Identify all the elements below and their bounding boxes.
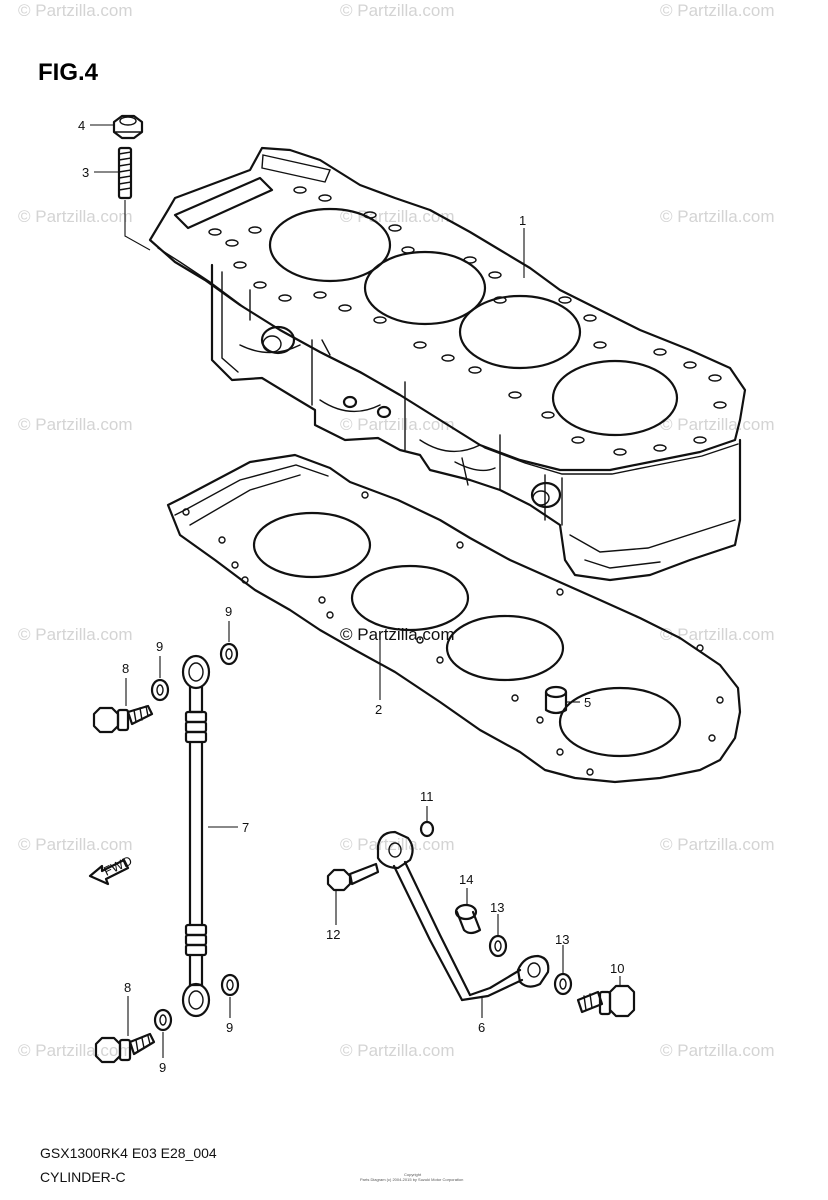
callout-12: 12 (326, 927, 340, 942)
part-8-union-bolt-upper[interactable] (92, 704, 154, 734)
watermark: © Partzilla.com (340, 1041, 455, 1060)
watermark: © Partzilla.com (660, 1, 775, 20)
watermark: © Partzilla.com (18, 207, 133, 226)
watermark: © Partzilla.com (18, 415, 133, 434)
callout-4: 4 (78, 118, 85, 133)
callout-14: 14 (459, 872, 473, 887)
part-12-bolt[interactable] (326, 862, 380, 892)
callout-13-lower: 13 (555, 932, 569, 947)
part-6-oil-pipe[interactable] (376, 830, 550, 1002)
fwd-arrow-icon: FWD (88, 853, 134, 886)
watermark: © Partzilla.com (340, 415, 455, 434)
callout-8-upper: 8 (122, 661, 129, 676)
watermark: © Partzilla.com (340, 207, 455, 226)
part-1-cylinder-block[interactable] (148, 146, 747, 582)
watermark: © Partzilla.com (660, 1041, 775, 1060)
watermark: © Partzilla.com (18, 625, 133, 644)
part-8-union-bolt-lower[interactable] (94, 1032, 156, 1064)
part-9-washer-upper-right[interactable] (219, 642, 239, 666)
watermark: © Partzilla.com (660, 835, 775, 854)
watermark: © Partzilla.com (660, 415, 775, 434)
callout-8-lower: 8 (124, 980, 131, 995)
part-9-washer-lower-left[interactable] (153, 1008, 173, 1032)
watermark: © Partzilla.com (660, 625, 775, 644)
callout-5: 5 (584, 695, 591, 710)
part-9-washer-lower-right[interactable] (220, 973, 240, 997)
copyright-line-2: Parts Diagram (c) 2004-2015 by Suzuki Mo… (360, 1177, 463, 1182)
figure-label: FIG.4 (38, 59, 99, 86)
watermark: © Partzilla.com (18, 1, 133, 20)
callout-7: 7 (242, 820, 249, 835)
watermark: © Partzilla.com (340, 835, 455, 854)
watermark: © Partzilla.com (340, 1, 455, 20)
part-3-stud-bolt[interactable] (117, 146, 133, 200)
part-11-o-ring[interactable] (419, 820, 435, 838)
callout-10: 10 (610, 961, 624, 976)
part-2-base-gasket[interactable] (166, 453, 742, 784)
part-13-washer-upper[interactable] (488, 934, 508, 958)
callout-13-upper: 13 (490, 900, 504, 915)
watermark-layer: © Partzilla.com © Partzilla.com © Partzi… (18, 1, 775, 1060)
center-watermark: © Partzilla.com (340, 625, 455, 644)
part-9-washer-upper-left[interactable] (150, 678, 170, 702)
copyright-line-1: Copyright (404, 1172, 422, 1177)
watermark: © Partzilla.com (660, 207, 775, 226)
part-10-union-bolt[interactable] (576, 984, 636, 1018)
callout-6: 6 (478, 1020, 485, 1035)
callout-9-upper-right: 9 (225, 604, 232, 619)
callout-1: 1 (519, 213, 526, 228)
watermark: © Partzilla.com (18, 835, 133, 854)
fwd-label: FWD (101, 853, 134, 879)
part-5-dowel-pin[interactable] (544, 685, 568, 715)
part-7-oil-hose[interactable] (181, 654, 211, 1018)
part-4-nut[interactable] (112, 114, 144, 140)
callout-11: 11 (420, 789, 434, 804)
callout-9-lower-right: 9 (226, 1020, 233, 1035)
watermark: © Partzilla.com (18, 1041, 133, 1060)
diagram-title: CYLINDER-C (40, 1169, 126, 1185)
callout-3: 3 (82, 165, 89, 180)
part-13-washer-lower[interactable] (553, 972, 573, 996)
callout-2: 2 (375, 702, 382, 717)
callout-9-upper-left: 9 (156, 639, 163, 654)
diagram-code: GSX1300RK4 E03 E28_004 (40, 1145, 217, 1161)
part-14-collar[interactable] (454, 903, 482, 935)
callout-9-lower-left: 9 (159, 1060, 166, 1075)
